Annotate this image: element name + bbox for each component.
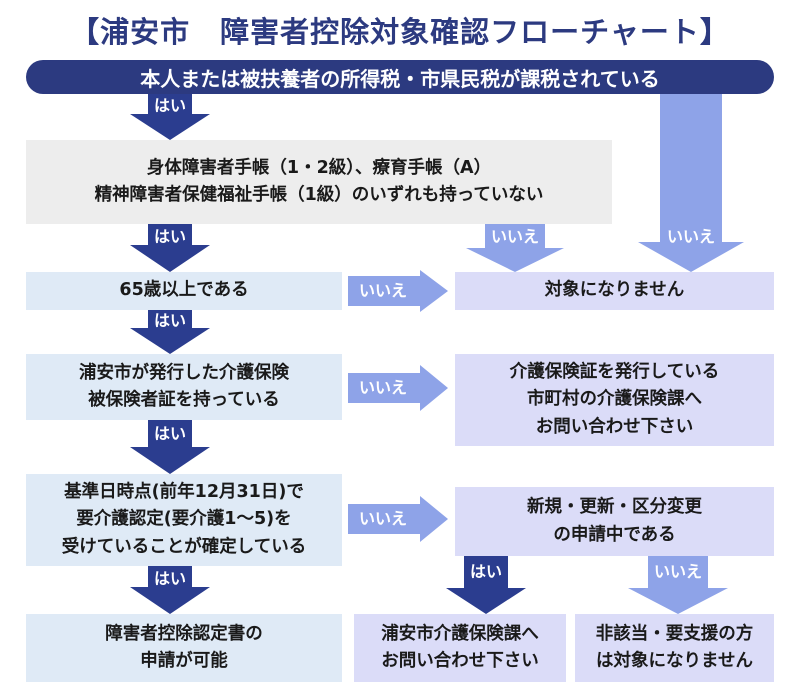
arrow-yes-5 [130, 566, 210, 614]
label-yes-4: はい [153, 424, 186, 443]
label-no-kaigo: いいえ [358, 378, 407, 397]
node-result-apply: 障害者控除認定書の 申請が可能 [26, 614, 342, 682]
arrow-yes-2 [130, 224, 210, 272]
label-no-techo: いいえ [490, 227, 539, 246]
arrow-no-kaigo [348, 365, 448, 411]
node-other-city: 介護保険証を発行している 市町村の介護保険課へ お問い合わせ下さい [455, 354, 774, 446]
arrow-yes-6 [446, 556, 526, 614]
node-result-contact-text: 浦安市介護保険課へ お問い合わせ下さい [381, 623, 539, 671]
label-no-nintei: いいえ [358, 509, 407, 528]
node-nintei: 基準日時点(前年12月31日)で 要介護認定(要介護1～5)を 受けていることが… [26, 474, 342, 566]
node-not-target-text: 対象になりません [544, 280, 685, 301]
arrow-yes-4 [130, 420, 210, 474]
arrow-no-shinsei [628, 556, 728, 614]
node-result-not: 非該当・要支援の方 は対象になりません [575, 614, 774, 682]
label-yes-5: はい [153, 569, 186, 588]
node-age65-text: 65歳以上である [119, 280, 249, 301]
label-yes-6: はい [469, 562, 502, 581]
node-other-city-text: 介護保険証を発行している 市町村の介護保険課へ お問い合わせ下さい [509, 362, 720, 437]
node-shinsei-chu: 新規・更新・区分変更 の申請中である [455, 487, 774, 556]
arrow-no-banner [638, 94, 744, 272]
label-no-age65: いいえ [358, 281, 407, 300]
arrow-yes-3 [130, 310, 210, 354]
label-no-banner: いいえ [666, 227, 715, 246]
label-no-shinsei: いいえ [653, 562, 702, 581]
node-shinsei-chu-text: 新規・更新・区分変更 の申請中である [527, 497, 702, 545]
arrow-no-nintei [348, 496, 448, 542]
node-result-not-text: 非該当・要支援の方 は対象になりません [595, 623, 754, 671]
start-banner: 本人または被扶養者の所得税・市県民税が課税されている [26, 60, 774, 94]
page-title: 【浦安市 障害者控除対象確認フローチャート】 [70, 15, 730, 49]
node-result-apply-text: 障害者控除認定書の 申請が可能 [105, 623, 263, 671]
arrow-no-techo [466, 224, 564, 272]
node-kaigo-card: 浦安市が発行した介護保険 被保険者証を持っている [26, 354, 342, 420]
arrow-no-age65 [348, 270, 448, 312]
node-techo-text: 身体障害者手帳（1・2級）、療育手帳（A） 精神障害者保健福祉手帳（1級）のいず… [94, 157, 544, 205]
node-result-contact: 浦安市介護保険課へ お問い合わせ下さい [354, 614, 566, 682]
node-nintei-text: 基準日時点(前年12月31日)で 要介護認定(要介護1～5)を 受けていることが… [61, 482, 307, 557]
node-techo: 身体障害者手帳（1・2級）、療育手帳（A） 精神障害者保健福祉手帳（1級）のいず… [26, 140, 612, 224]
node-age65: 65歳以上である [26, 272, 342, 310]
arrow-yes-1 [130, 94, 210, 140]
node-kaigo-card-text: 浦安市が発行した介護保険 被保険者証を持っている [79, 362, 289, 410]
label-yes-1: はい [153, 96, 186, 115]
label-yes-3: はい [153, 311, 186, 330]
label-yes-2: はい [153, 227, 186, 246]
node-not-target: 対象になりません [455, 272, 774, 310]
